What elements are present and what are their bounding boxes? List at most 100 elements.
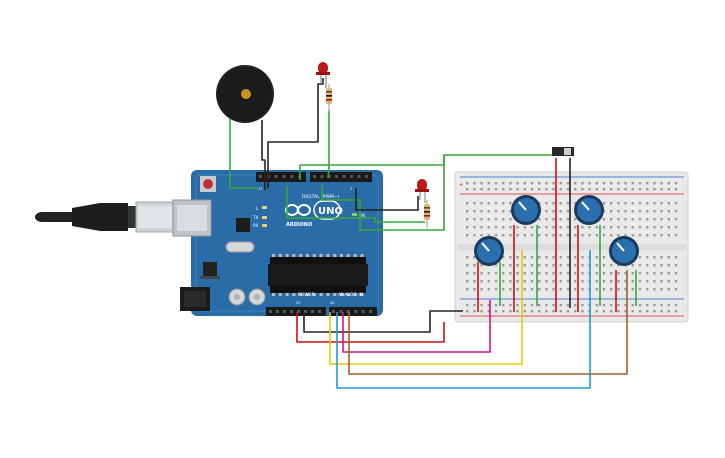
wire-a0-yellow[interactable] bbox=[329, 250, 523, 365]
wire-a2-brown[interactable] bbox=[348, 270, 628, 375]
chip-pin bbox=[346, 293, 350, 296]
wire-gnd-black[interactable] bbox=[303, 310, 463, 333]
slide-switch[interactable] bbox=[552, 147, 574, 156]
bb-hole bbox=[660, 210, 663, 213]
bb-hole bbox=[581, 234, 584, 237]
rail-hole bbox=[646, 310, 649, 313]
rail-hole bbox=[638, 304, 642, 307]
bb-hole bbox=[552, 234, 555, 237]
rail-hole bbox=[494, 182, 498, 185]
wires[interactable] bbox=[229, 78, 637, 389]
bb-hole bbox=[559, 264, 562, 267]
rail-hole bbox=[610, 310, 613, 313]
wire-a3-cyan[interactable] bbox=[336, 250, 591, 389]
bb-hole bbox=[624, 272, 627, 275]
chip-pin bbox=[272, 293, 275, 296]
bb-hole bbox=[631, 234, 634, 237]
power-analog-header[interactable]: POWER ANALOG IN A0 5V bbox=[266, 292, 377, 316]
bb-hole bbox=[595, 226, 598, 229]
regulator bbox=[203, 262, 217, 276]
chip-pin bbox=[333, 254, 337, 257]
wire-a1-magenta[interactable] bbox=[342, 300, 491, 353]
bb-hole bbox=[653, 210, 656, 213]
chip-pin bbox=[346, 254, 350, 257]
bb-hole bbox=[502, 272, 505, 275]
piezo-buzzer[interactable] bbox=[216, 65, 274, 123]
rail-hole bbox=[530, 188, 534, 191]
bb-hole bbox=[653, 280, 656, 283]
header-hole bbox=[318, 310, 321, 313]
bb-hole bbox=[487, 280, 490, 283]
bb-hole bbox=[473, 256, 476, 259]
rail-hole bbox=[559, 188, 562, 191]
rail-hole bbox=[574, 304, 577, 307]
wire-led1-black[interactable] bbox=[267, 78, 324, 188]
led-2[interactable] bbox=[415, 179, 429, 203]
bb-hole bbox=[538, 272, 541, 275]
chip-pin bbox=[306, 293, 309, 296]
rail-hole bbox=[473, 304, 476, 307]
led-label-tx: TX bbox=[252, 215, 258, 220]
usb-chip bbox=[236, 218, 250, 232]
bb-hole bbox=[480, 234, 483, 237]
bb-hole bbox=[674, 272, 678, 275]
rail-hole bbox=[581, 182, 584, 185]
bb-hole bbox=[653, 234, 656, 237]
bb-hole bbox=[574, 288, 577, 291]
bb-hole bbox=[473, 202, 476, 205]
rail-hole bbox=[552, 310, 555, 313]
header-hole bbox=[357, 175, 361, 178]
rail-hole bbox=[473, 182, 476, 185]
bb-hole bbox=[552, 226, 555, 229]
rail-hole bbox=[595, 310, 598, 313]
bb-hole bbox=[566, 264, 570, 267]
header-hole bbox=[369, 310, 372, 313]
rail-hole bbox=[494, 304, 498, 307]
bb-hole bbox=[480, 202, 483, 205]
digital-header-label: DIGITAL (PWM~) bbox=[302, 194, 340, 200]
wire-5v-red[interactable] bbox=[296, 312, 445, 343]
potentiometer-3[interactable] bbox=[574, 195, 604, 225]
bb-hole bbox=[667, 288, 670, 291]
rail-hole bbox=[494, 188, 498, 191]
bb-hole bbox=[660, 226, 663, 229]
pin-13-label: 13 bbox=[258, 187, 262, 191]
arduino-board[interactable]: L TX RX ON ARDUINO UNO DIGITAL (PWM~) 13… bbox=[172, 170, 383, 316]
bb-hole bbox=[538, 234, 541, 237]
bb-hole bbox=[653, 272, 656, 275]
bb-hole bbox=[502, 256, 505, 259]
wire-resistor1-green[interactable] bbox=[327, 110, 330, 179]
rail-hole bbox=[581, 310, 584, 313]
bb-hole bbox=[559, 280, 562, 283]
chip-pin bbox=[285, 293, 289, 296]
resistor-2[interactable] bbox=[424, 200, 430, 228]
bb-hole bbox=[674, 226, 678, 229]
bb-hole bbox=[530, 234, 534, 237]
bb-hole bbox=[610, 272, 613, 275]
wire-buzzer-black[interactable] bbox=[261, 120, 266, 190]
pin-a0-label: A0 bbox=[330, 301, 335, 305]
wire-led2-green[interactable] bbox=[321, 155, 445, 231]
bb-hole bbox=[466, 202, 469, 205]
wire-buzzer-green[interactable] bbox=[229, 118, 258, 189]
brand-text: ARDUINO bbox=[286, 222, 312, 228]
wire-led2-green-b[interactable] bbox=[286, 186, 425, 223]
potentiometer-2[interactable] bbox=[511, 195, 541, 225]
potentiometer-1[interactable] bbox=[474, 236, 504, 266]
rail-hole bbox=[480, 310, 483, 313]
rail-hole bbox=[602, 188, 606, 191]
chip-pin bbox=[353, 293, 357, 296]
bb-hole bbox=[523, 226, 526, 229]
bb-hole bbox=[646, 288, 649, 291]
wire-led2-black[interactable] bbox=[355, 188, 419, 211]
bb-hole bbox=[646, 280, 649, 283]
bb-hole bbox=[610, 218, 613, 221]
bb-hole bbox=[610, 264, 613, 267]
bb-hole bbox=[638, 210, 642, 213]
chip-pin bbox=[353, 254, 357, 257]
led-1[interactable] bbox=[316, 62, 330, 88]
resistor-1[interactable] bbox=[326, 84, 332, 112]
bb-hole bbox=[624, 280, 627, 283]
potentiometer-4[interactable] bbox=[609, 236, 639, 266]
bb-hole bbox=[646, 226, 649, 229]
